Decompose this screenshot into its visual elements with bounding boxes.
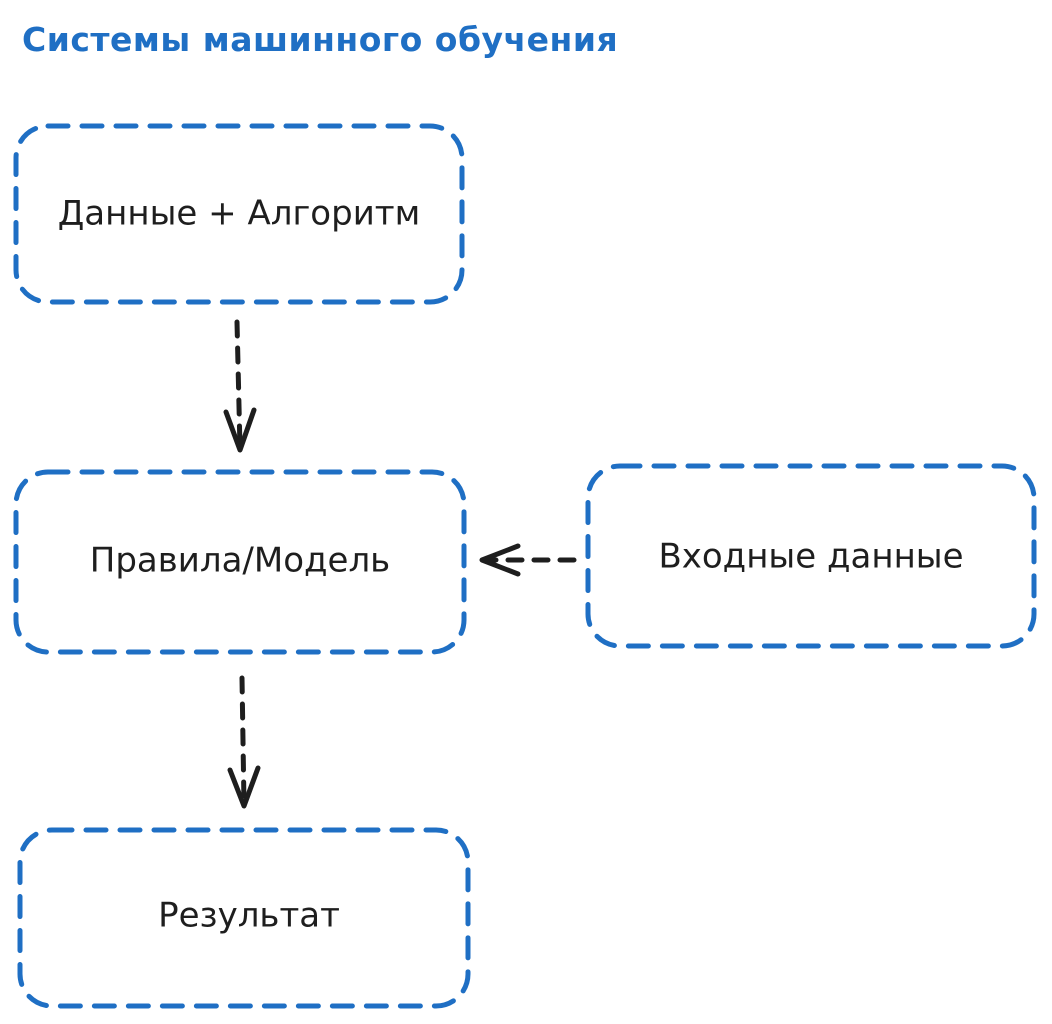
arrow-data-to-model: [223, 319, 257, 453]
node-rules-model-box: [13, 469, 467, 655]
node-rules-model-label: Правила/Модель: [90, 541, 390, 581]
node-data-algorithm: Данные + Алгоритм: [13, 123, 465, 305]
arrow-model-to-result-line: [239, 675, 247, 807]
node-data-algorithm-label: Данные + Алгоритм: [58, 194, 421, 234]
arrow-input-to-model-head: [479, 543, 521, 577]
node-input-data-label: Входные данные: [658, 537, 963, 577]
arrow-model-to-result-head: [227, 765, 261, 809]
node-result-box: [17, 827, 471, 1009]
node-input-data-box: [585, 463, 1037, 649]
node-data-algorithm-box: [13, 123, 465, 305]
diagram-title: Системы машинного обучения: [22, 20, 619, 59]
arrow-input-to-model: [479, 543, 577, 577]
arrow-data-to-model-line: [234, 319, 243, 451]
arrow-model-to-result: [227, 675, 261, 809]
node-result: Результат: [17, 827, 471, 1009]
node-rules-model: Правила/Модель: [13, 469, 467, 655]
node-result-label: Результат: [158, 896, 340, 936]
node-input-data: Входные данные: [585, 463, 1037, 649]
arrow-data-to-model-head: [223, 407, 257, 453]
